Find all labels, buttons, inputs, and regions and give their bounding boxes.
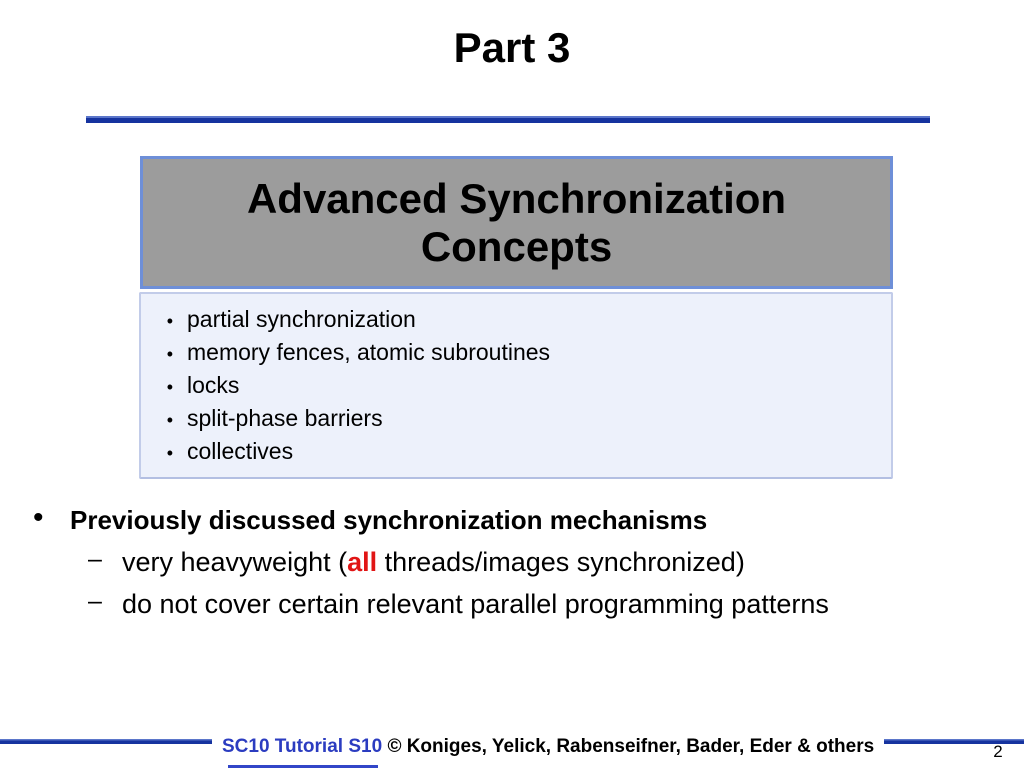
sub-item-prefix: do not cover certain relevant parallel p… (122, 589, 829, 619)
dash-icon: – (88, 545, 102, 573)
bullet-icon: • (166, 377, 173, 397)
discussion-sub-item: very heavyweight (all threads/images syn… (122, 547, 745, 578)
topic-label: collectives (187, 438, 294, 464)
topic-item: • memory fences, atomic subroutines (141, 337, 891, 370)
sub-item-prefix: very heavyweight ( (122, 547, 348, 577)
topic-list: • partial synchronization • memory fence… (141, 294, 891, 469)
bullet-icon: • (166, 311, 173, 331)
discussion-sub-item: do not cover certain relevant parallel p… (122, 589, 829, 620)
topic-label: locks (187, 372, 240, 398)
topic-item: • partial synchronization (141, 304, 891, 337)
topic-label: split-phase barriers (187, 405, 383, 431)
bullet-icon: • (166, 443, 173, 463)
page-title: Part 3 (453, 24, 571, 71)
footer-tutorial-label: SC10 Tutorial S10 (222, 736, 383, 757)
sub-item-suffix: threads/images synchronized) (377, 547, 745, 577)
bullet-icon: • (33, 501, 44, 534)
topic-item: • split-phase barriers (141, 403, 891, 436)
footer-underline (228, 765, 378, 768)
topics-box: • partial synchronization • memory fence… (139, 292, 893, 479)
footer-credits: SC10 Tutorial S10 © Koniges, Yelick, Rab… (212, 736, 885, 758)
page-number: 2 (993, 742, 1003, 761)
footer-authors-text: © Koniges, Yelick, Rabenseifner, Bader, … (387, 736, 875, 757)
topic-label: partial synchronization (187, 306, 416, 332)
title-rule (86, 116, 930, 123)
highlight-all: all (347, 547, 378, 577)
bullet-icon: • (166, 344, 173, 364)
topic-item: • locks (141, 370, 891, 403)
topic-item: • collectives (141, 436, 891, 469)
discussion-heading: Previously discussed synchronization mec… (70, 505, 708, 535)
concepts-box-title: Advanced Synchronization Concepts (246, 174, 787, 270)
topic-label: memory fences, atomic subroutines (187, 339, 551, 365)
concepts-box: Advanced Synchronization Concepts (140, 156, 893, 289)
bullet-icon: • (166, 410, 173, 430)
dash-icon: – (88, 587, 102, 615)
